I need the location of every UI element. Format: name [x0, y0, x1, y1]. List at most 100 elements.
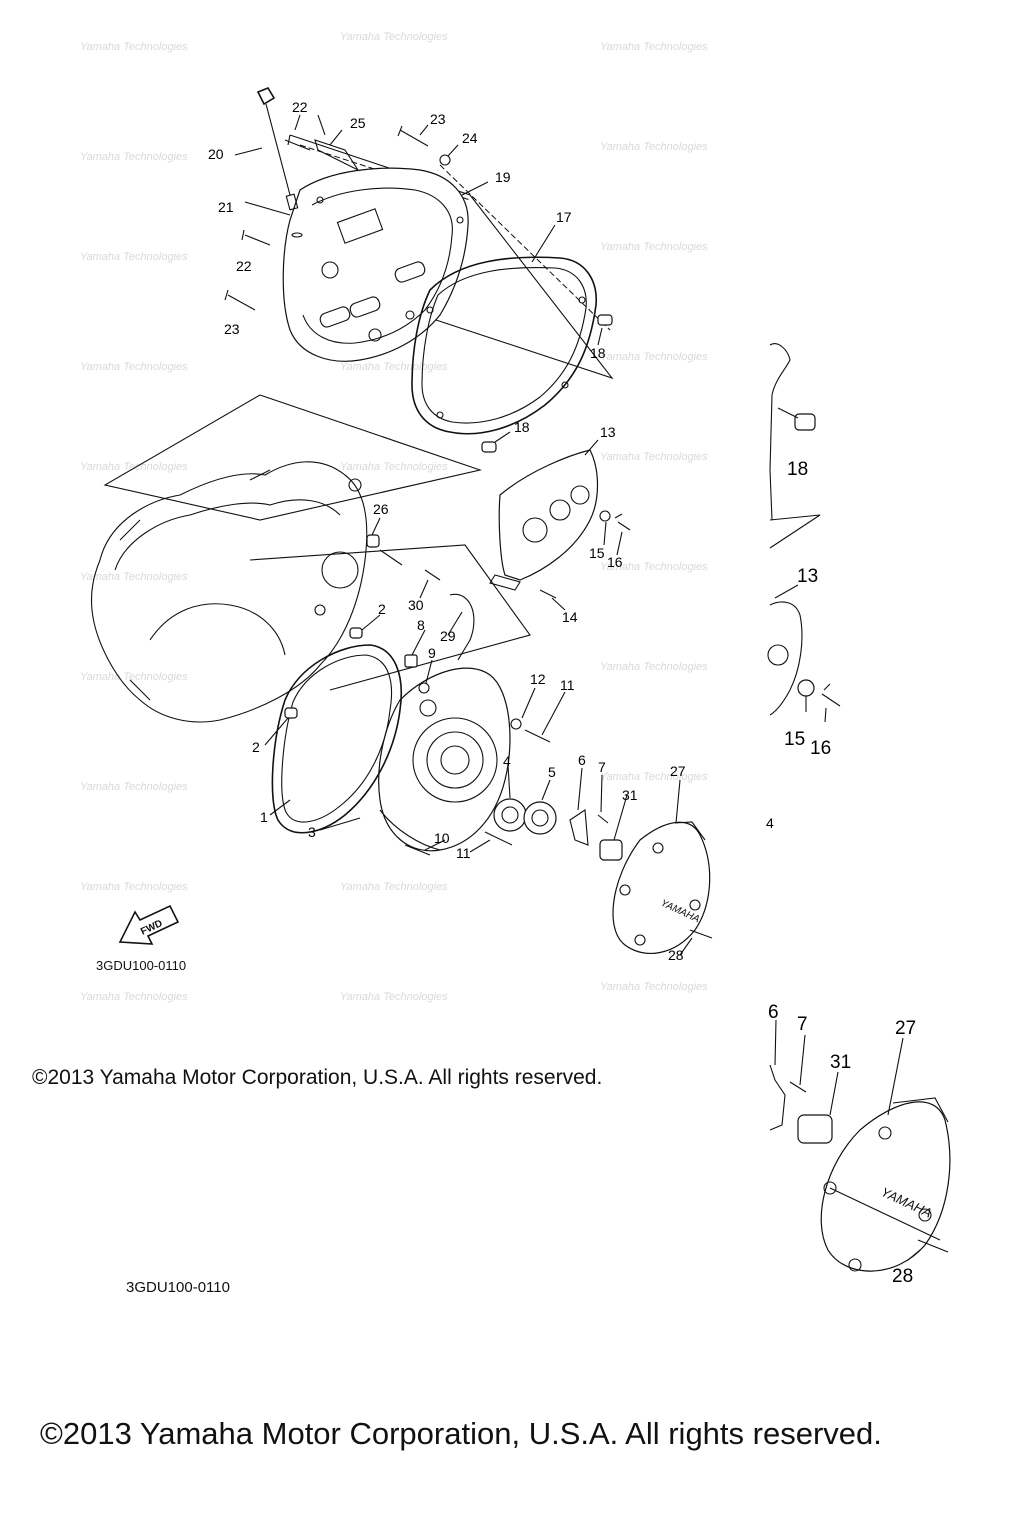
sprocket-cover	[489, 449, 599, 591]
callout-11: 11	[560, 677, 575, 693]
bolt	[284, 134, 311, 151]
callout-7: 7	[598, 759, 606, 775]
callout-16: 16	[607, 554, 623, 570]
callout-12: 12	[530, 671, 546, 687]
dowel	[349, 627, 363, 639]
watermark: Yamaha Technologies	[80, 251, 188, 263]
bolt	[397, 125, 429, 147]
zoom-callout-7: 7	[797, 1014, 808, 1035]
bolt	[917, 1239, 949, 1253]
callout-27: 27	[670, 763, 686, 779]
watermark: Yamaha Technologies	[80, 361, 188, 373]
callout-20: 20	[208, 146, 224, 162]
watermark: Yamaha Technologies	[340, 881, 448, 893]
generator-cover	[820, 1101, 951, 1272]
callout-4: 4	[503, 753, 511, 769]
clutch-cover	[282, 167, 469, 362]
zoom-detail: YAMAHA 18 13 15 16 4 6 7 27 31 28	[766, 343, 951, 1287]
watermark: Yamaha Technologies	[80, 991, 188, 1003]
watermark: Yamaha Technologies	[600, 561, 708, 573]
watermark: Yamaha Technologies	[600, 451, 708, 463]
watermark: Yamaha Technologies	[340, 31, 448, 43]
callout-5: 5	[548, 764, 556, 780]
callout-24: 24	[462, 130, 478, 146]
zoom-callout-28: 28	[892, 1266, 913, 1287]
o-ring	[291, 232, 303, 238]
dowel	[481, 441, 497, 453]
collar	[797, 1114, 833, 1144]
plug	[404, 654, 418, 668]
washer	[439, 154, 451, 166]
small-parts	[224, 87, 713, 939]
zoom-callout-4: 4	[766, 815, 774, 831]
callout-3: 3	[308, 824, 316, 840]
collar	[599, 839, 623, 861]
zoom-callout-27: 27	[895, 1018, 916, 1039]
callout-29: 29	[440, 628, 456, 644]
part-code: 3GDU100-0110	[96, 958, 187, 973]
watermark: Yamaha Technologies	[80, 151, 188, 163]
watermark-layer: Yamaha Technologies Yamaha Technologies …	[80, 31, 708, 1003]
screw	[789, 1081, 807, 1093]
gasket-1	[271, 644, 402, 834]
callout-19: 19	[495, 169, 511, 185]
clamp	[449, 593, 475, 661]
generator-cover: YAMAHA	[612, 821, 711, 954]
callout-2: 2	[252, 739, 260, 755]
bracket	[314, 139, 360, 172]
bolt	[539, 589, 557, 599]
copyright-notice: ©2013 Yamaha Motor Corporation, U.S.A. A…	[32, 1066, 603, 1089]
bolt	[614, 513, 631, 531]
callout-10: 10	[434, 830, 450, 846]
callout-28: 28	[668, 947, 684, 963]
bearing	[493, 798, 527, 832]
washer	[797, 679, 815, 697]
callout-2: 2	[378, 601, 386, 617]
callout-23: 23	[430, 111, 446, 127]
callout-30: 30	[408, 597, 424, 613]
dipstick-cap	[256, 87, 276, 106]
screw	[597, 814, 609, 824]
zoom-callout-16: 16	[810, 738, 831, 759]
callout-13: 13	[600, 424, 616, 440]
callout-15: 15	[589, 545, 605, 561]
callout-22: 22	[236, 258, 252, 274]
leader-lines	[234, 114, 693, 956]
zoom-callout-31: 31	[830, 1052, 851, 1073]
washer	[510, 718, 522, 730]
watermark: Yamaha Technologies	[340, 461, 448, 473]
callout-25: 25	[350, 115, 366, 131]
bolt	[524, 729, 551, 743]
bolt	[484, 831, 513, 846]
callout-14: 14	[562, 609, 578, 625]
watermark: Yamaha Technologies	[600, 661, 708, 673]
callout-21: 21	[218, 199, 234, 215]
callout-9: 9	[428, 645, 436, 661]
crankcase-outline	[90, 461, 368, 723]
zoom-callout-6: 6	[768, 1002, 779, 1023]
callout-11: 11	[456, 845, 471, 861]
bolt	[821, 683, 841, 707]
watermark: Yamaha Technologies	[600, 981, 708, 993]
watermark: Yamaha Technologies	[80, 461, 188, 473]
oil-seal	[523, 801, 557, 835]
zoom-callout-15: 15	[784, 729, 805, 750]
fwd-arrow: FWD	[118, 904, 180, 945]
dipstick	[265, 103, 291, 196]
callout-26: 26	[373, 501, 389, 517]
callout-18: 18	[590, 345, 606, 361]
callout-17: 17	[556, 209, 572, 225]
watermark: Yamaha Technologies	[80, 571, 188, 583]
part-code-secondary: 3GDU100-0110	[126, 1279, 230, 1296]
bolt	[241, 229, 271, 246]
dowel	[284, 707, 298, 719]
watermark: Yamaha Technologies	[600, 351, 708, 363]
callouts: 22 25 23 24 20 19 21 17 22 23 18 18 13 2…	[208, 99, 686, 963]
callout-18: 18	[514, 419, 530, 435]
watermark: Yamaha Technologies	[340, 361, 448, 373]
zoom-callout-18: 18	[787, 459, 808, 480]
watermark: Yamaha Technologies	[340, 991, 448, 1003]
washer	[599, 510, 611, 522]
bolt	[224, 289, 256, 311]
